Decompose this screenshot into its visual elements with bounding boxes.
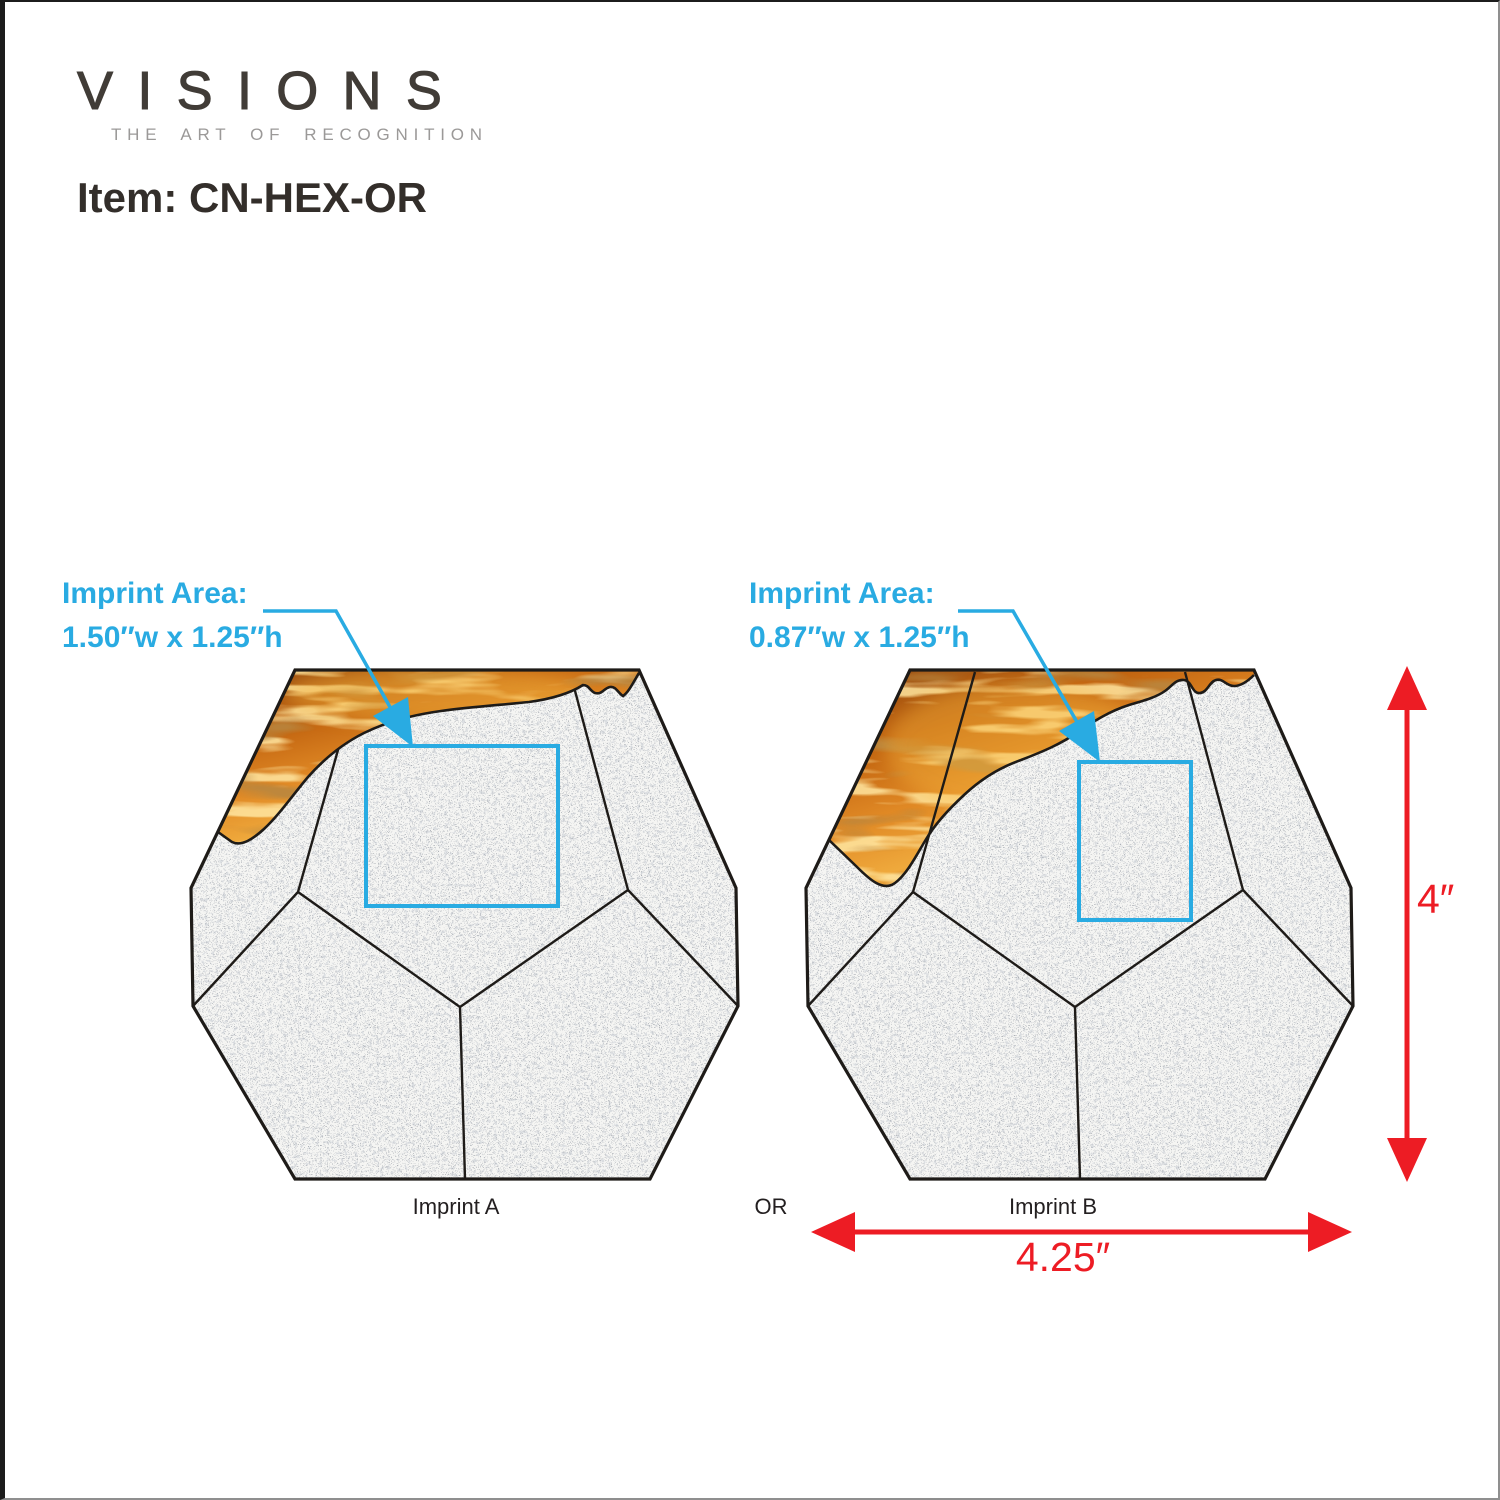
imprint-area-label-b: Imprint Area: 0.87″w x 1.25″h xyxy=(749,572,970,660)
width-dimension-arrow xyxy=(811,1212,1352,1252)
leader-arrowhead-a xyxy=(373,697,413,747)
resin-a xyxy=(218,670,639,844)
caption-imprint-b: Imprint B xyxy=(1008,1194,1098,1219)
width-dimension-label: 4.25″ xyxy=(1015,1234,1111,1280)
outline-b xyxy=(804,668,1355,1181)
brand-logo: VISIONS xyxy=(76,60,467,121)
height-dimension-arrow xyxy=(1387,666,1427,1182)
leader-b xyxy=(958,609,1100,762)
leader-a xyxy=(263,609,413,747)
imprint-area-title-b: Imprint Area: xyxy=(749,577,935,610)
product-figure xyxy=(189,609,1427,1252)
product-a xyxy=(189,668,740,1181)
imprint-area-size-b: 0.87″w x 1.25″h xyxy=(749,621,970,654)
imprint-area-title-a: Imprint Area: xyxy=(62,577,248,610)
height-arrowhead-bottom xyxy=(1387,1138,1427,1182)
resin-boundary-a xyxy=(217,672,641,845)
leader-arrowhead-b xyxy=(1059,711,1100,762)
product-b xyxy=(804,668,1355,1181)
item-label: Item: CN-HEX-OR xyxy=(77,174,428,221)
imprint-box-a xyxy=(364,744,560,908)
outline-a xyxy=(189,668,740,1181)
leader-line-a xyxy=(263,609,392,708)
resin-boundary-b xyxy=(828,674,1255,888)
imprint-area-size-a: 1.50″w x 1.25″h xyxy=(62,621,283,654)
height-arrowhead-top xyxy=(1387,666,1427,710)
brand-tagline: THE ART OF RECOGNITION xyxy=(111,125,488,144)
imprint-area-label-a: Imprint Area: 1.50″w x 1.25″h xyxy=(62,572,283,660)
imprint-box-b xyxy=(1077,760,1193,922)
facet-lines-b xyxy=(807,671,1354,1180)
height-dimension-label: 4″ xyxy=(1417,876,1455,922)
width-arrowhead-right xyxy=(1308,1212,1352,1252)
leader-line-b xyxy=(958,609,1079,723)
imprint-boxes xyxy=(364,744,1193,922)
facet-lines-a xyxy=(192,671,739,1180)
caption-or: OR xyxy=(754,1194,788,1219)
caption-imprint-a: Imprint A xyxy=(412,1194,500,1219)
width-arrowhead-left xyxy=(811,1212,855,1252)
